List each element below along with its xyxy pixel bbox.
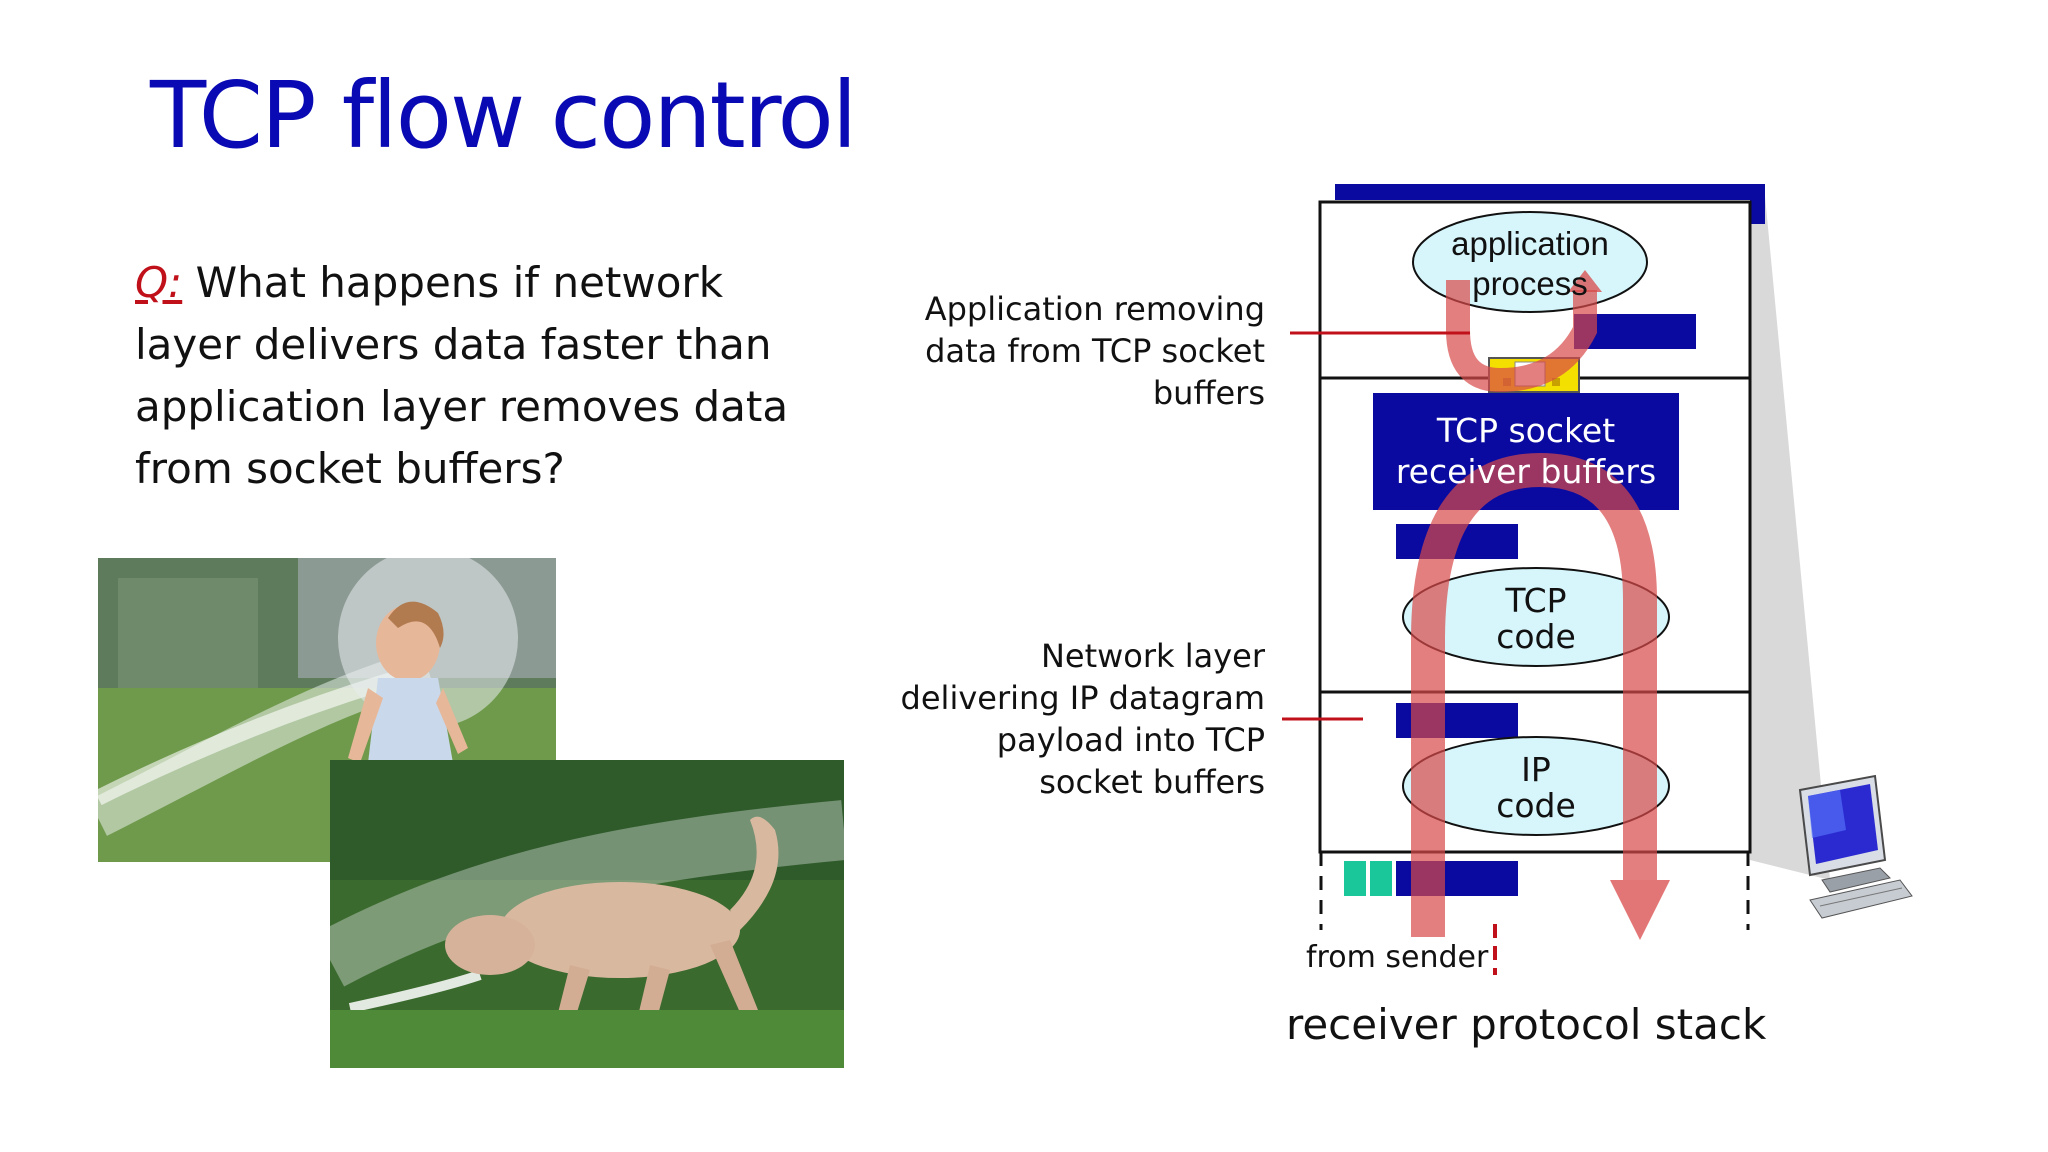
- question-text: Q: What happens if network layer deliver…: [135, 252, 815, 500]
- dog-sprinkler-photo: [330, 760, 844, 1068]
- socket-buffers-label: TCP socket receiver buffers: [1373, 410, 1679, 492]
- tcp-code-ellipse: [1402, 567, 1670, 667]
- socket-buffers-line1: TCP socket: [1436, 411, 1616, 450]
- tcp-code-label: TCP code: [1436, 583, 1636, 655]
- girl-sprinkler-photo: [98, 558, 556, 862]
- diagram-caption: receiver protocol stack: [1286, 1000, 1767, 1049]
- label-app-removing: Application removing data from TCP socke…: [924, 290, 1265, 412]
- question-prefix: Q:: [135, 258, 183, 307]
- flow-arrow-up: [1411, 452, 1657, 937]
- app-process-label: application process: [1420, 226, 1640, 302]
- ip-code-line1: IP: [1521, 750, 1551, 789]
- flow-arrow-head-down: [1610, 880, 1670, 940]
- app-arrow: [1446, 280, 1597, 393]
- ip-code-ellipse: [1402, 736, 1670, 836]
- stack-side-shading: [1750, 196, 1830, 880]
- header-block-1: [1344, 861, 1366, 896]
- stack-top-edge: [1750, 184, 1765, 224]
- stack-top-bar: [1335, 184, 1765, 200]
- socket-buffers-line2: receiver buffers: [1395, 452, 1657, 491]
- question-body: What happens if network layer delivers d…: [135, 258, 789, 493]
- label-network-delivering: Network layer delivering IP datagram pay…: [900, 637, 1265, 801]
- slide-title: TCP flow control: [150, 62, 857, 169]
- tcp-code-line2: code: [1496, 617, 1576, 656]
- ip-code-label: IP code: [1436, 752, 1636, 824]
- tcp-socket-receiver-buffers: [1373, 393, 1679, 510]
- desktop-computer-icon: [1798, 774, 1913, 919]
- ip-code-line2: code: [1496, 786, 1576, 825]
- app-process-line1: application: [1451, 225, 1609, 262]
- tcp-code-line1: TCP: [1505, 581, 1567, 620]
- header-block-2: [1370, 861, 1392, 896]
- app-process-line2: process: [1472, 265, 1588, 302]
- app-arrow-head: [1568, 270, 1602, 292]
- from-sender-label: from sender: [1306, 940, 1489, 975]
